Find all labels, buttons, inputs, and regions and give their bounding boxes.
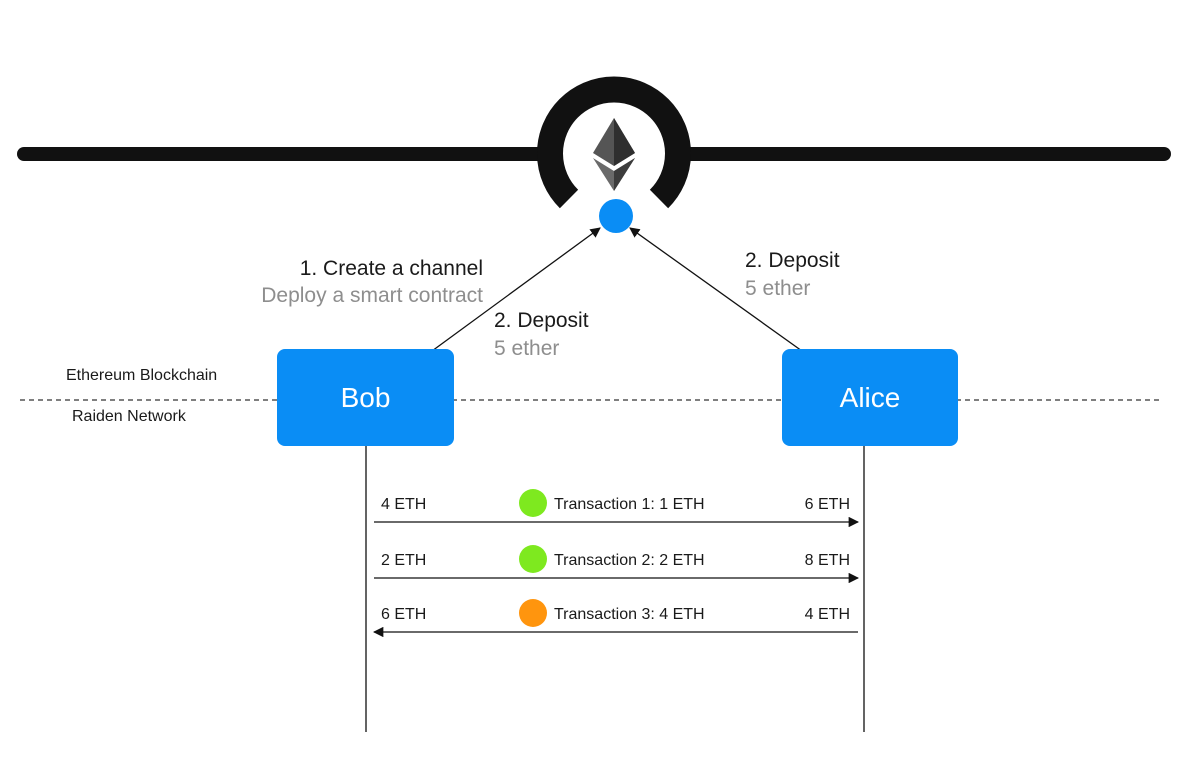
tx2-left-balance: 2 ETH <box>381 552 427 569</box>
tx1-right-balance: 6 ETH <box>804 496 850 513</box>
bob-to-contract-arrow <box>431 227 601 352</box>
bob-node-label: Bob <box>340 381 391 413</box>
alice-deposit-title: 2. Deposit <box>745 249 840 272</box>
raiden-network-label: Raiden Network <box>72 408 186 425</box>
ethereum-logo-icon <box>593 118 635 191</box>
transaction-status-dot <box>519 599 547 627</box>
transaction-status-dot <box>519 545 547 573</box>
tx1-left-balance: 4 ETH <box>381 496 427 513</box>
ethereum-blockchain-label: Ethereum Blockchain <box>66 367 218 384</box>
create-channel-subtitle: Deploy a smart contract <box>261 284 483 307</box>
tx1-label: Transaction 1: 1 ETH <box>554 496 705 513</box>
tx3-right-balance: 4 ETH <box>804 606 850 623</box>
bob-deposit-title: 2. Deposit <box>494 309 589 332</box>
alice-deposit-amount: 5 ether <box>745 277 811 300</box>
channel-contract-dot <box>599 199 633 233</box>
tx3-label: Transaction 3: 4 ETH <box>554 606 705 623</box>
tx2-right-balance: 8 ETH <box>804 552 850 569</box>
bob-node[interactable]: Bob <box>277 349 454 446</box>
ethereum-node-icon <box>537 76 691 218</box>
transaction-status-dot <box>519 489 547 517</box>
alice-node-label: Alice <box>839 381 901 413</box>
create-channel-title: 1. Create a channel <box>299 257 483 280</box>
alice-node[interactable]: Alice <box>782 349 958 446</box>
bob-deposit-amount: 5 ether <box>494 337 560 360</box>
tx3-left-balance: 6 ETH <box>381 606 427 623</box>
alice-to-contract-arrow <box>629 227 803 352</box>
tx2-label: Transaction 2: 2 ETH <box>554 552 705 569</box>
